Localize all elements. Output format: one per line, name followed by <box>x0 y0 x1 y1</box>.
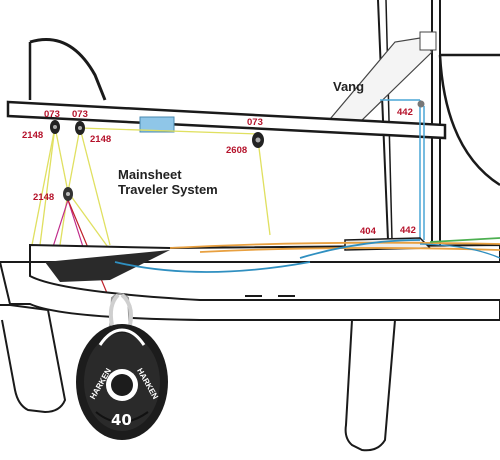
title-line-1: Mainsheet <box>118 167 182 182</box>
part-2148-left: 2148 <box>22 130 44 141</box>
cabin-outline <box>29 37 107 101</box>
vang-label: Vang <box>333 79 365 94</box>
shroud-line-2 <box>385 0 393 241</box>
block-073-left <box>50 120 60 134</box>
part-2148-low: 2148 <box>33 192 55 203</box>
block-073-mid <box>75 121 85 135</box>
vang-lines <box>380 99 425 240</box>
vang-bracket <box>419 31 437 51</box>
part-073-left: 073 <box>44 109 60 120</box>
shroud-line <box>377 0 389 241</box>
part-404: 404 <box>360 226 376 237</box>
part-2148-mid: 2148 <box>90 134 112 145</box>
block-2608 <box>252 132 264 148</box>
part-442-top: 442 <box>397 107 413 118</box>
block-442-top <box>417 100 425 108</box>
part-073-right: 073 <box>247 117 263 128</box>
support-right <box>344 319 397 452</box>
part-073-mid: 073 <box>72 109 88 120</box>
harken-block-40 <box>76 293 168 440</box>
diagram-title: Mainsheet Traveler System <box>118 167 218 197</box>
cockpit-well <box>45 250 170 282</box>
block-2148-low <box>63 187 73 201</box>
part-2608: 2608 <box>226 145 248 156</box>
deck-lines <box>114 237 500 273</box>
support-left <box>0 304 67 414</box>
cabin-top-right <box>438 53 500 187</box>
part-442-bottom: 442 <box>400 225 416 236</box>
boom <box>6 100 447 140</box>
mainsheet-lines <box>31 126 271 251</box>
block-size: 40 <box>111 411 132 429</box>
traveler-car <box>139 116 175 133</box>
title-line-2: Traveler System <box>118 182 218 197</box>
